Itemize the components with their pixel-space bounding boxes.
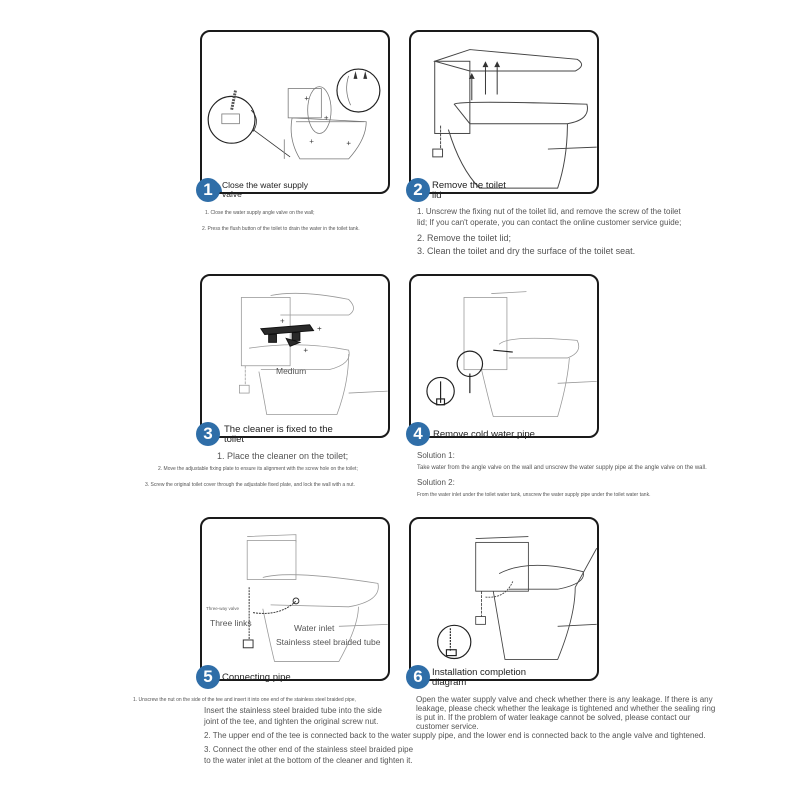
step-4-number: 4 (406, 422, 430, 446)
step-1-number: 1 (196, 178, 220, 202)
step-3-panel: Medium (200, 274, 390, 438)
step-6-paragraph: Open the water supply valve and check wh… (416, 695, 716, 731)
step-4-title: Remove cold water pipe (433, 429, 535, 440)
step-4-line-1: Take water from the angle valve on the w… (417, 465, 707, 471)
step-2-line-2: lid; If you can't operate, you can conta… (417, 218, 682, 227)
step-1-title: Close the water supply valve (222, 180, 308, 199)
step-3-line-2: 2. Move the adjustable fixing plate to e… (158, 466, 358, 472)
step-1-panel: 1 (200, 30, 390, 194)
step-3-number: 3 (196, 422, 220, 446)
step-5-three-links-label: Three links (210, 618, 252, 628)
step-4-illustration (426, 291, 597, 417)
step-5-water-inlet-label: Water inlet (294, 623, 335, 633)
step-5-line-6: to the water inlet at the bottom of the … (204, 756, 413, 765)
step-5-tee-label: Three-way valve (206, 606, 240, 611)
step-5-line-1: 1. Unscrew the nut on the side of the te… (133, 697, 356, 703)
step-2-illustration (432, 49, 597, 189)
step-1-illustration (207, 68, 381, 160)
step-5-panel: Three-way valve Three links Water inlet … (200, 517, 390, 681)
step-1-line-1: 1. Close the water supply angle valve on… (205, 210, 315, 216)
step-6-panel (409, 517, 599, 681)
step-5-illustration (242, 534, 388, 662)
step-2-line-4: 3. Clean the toilet and dry the surface … (417, 246, 636, 256)
step-5-line-4: 2. The upper end of the tee is connected… (204, 731, 706, 740)
step-5-line-2: Insert the stainless steel braided tube … (204, 706, 382, 715)
step-4-line-2: From the water inlet under the toilet wa… (417, 492, 651, 498)
step-3-illustration (238, 292, 388, 415)
step-6-illustration (437, 536, 597, 660)
step-3-line-3: 3. Screw the original toilet cover throu… (145, 482, 355, 488)
step-3-image-label: Medium (276, 366, 307, 376)
step-4-solution-1: Solution 1: (417, 451, 455, 460)
step-1-line-2: 2. Press the flush button of the toilet … (202, 226, 360, 232)
step-5-line-3: joint of the tee, and tighten the origin… (204, 717, 379, 726)
step-2-line-1: 1. Unscrew the fixing nut of the toilet … (417, 207, 681, 216)
step-3-title: The cleaner is fixed to the toilet (224, 424, 333, 445)
step-2-title: Remove the toilet lid (432, 180, 506, 201)
step-5-title: Connecting pipe (222, 672, 291, 683)
step-6-number: 6 (406, 665, 430, 689)
step-5-number: 5 (196, 665, 220, 689)
step-5-line-5: 3. Connect the other end of the stainles… (204, 745, 414, 754)
step-3-line-1: 1. Place the cleaner on the toilet; (217, 451, 349, 461)
step-2-number: 2 (406, 178, 430, 202)
step-2-line-3: 2. Remove the toilet lid; (417, 233, 512, 243)
step-5-tube-label: Stainless steel braided tube (276, 637, 381, 647)
step-4-panel (409, 274, 599, 438)
step-2-panel (409, 30, 599, 194)
step-4-solution-2: Solution 2: (417, 478, 455, 487)
step-6-title: Installation completion diagram (432, 667, 526, 688)
